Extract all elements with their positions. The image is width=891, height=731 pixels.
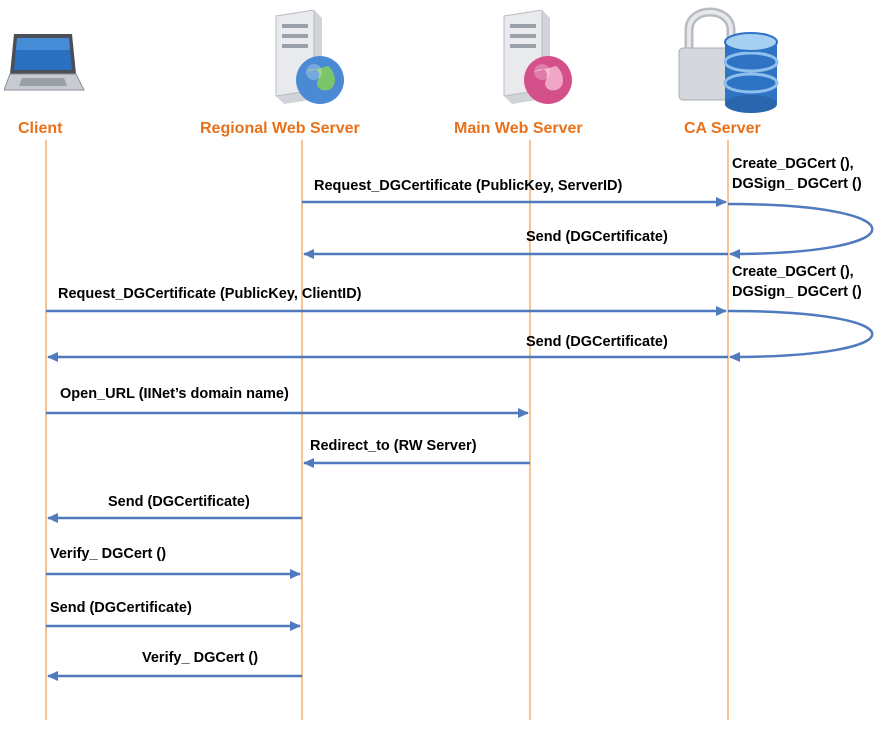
note-line: Create_DGCert (), [732,156,854,172]
actor-label-main-web-server: Main Web Server [454,120,583,137]
laptop-icon [4,34,85,91]
ca-self-note-1: Create_DGCert (), DGSign_ DGCert () [732,154,862,194]
message-label-10: Verify_ DGCert () [142,650,259,666]
database-lock-icon [678,7,779,113]
message-label-6: Redirect_to (RW Server) [310,438,477,454]
note-line: DGSign_ DGCert () [732,284,862,300]
note-line: DGSign_ DGCert () [732,176,862,192]
message-label-9: Send (DGCertificate) [50,600,192,616]
message-label-2: Send (DGCertificate) [526,229,668,245]
server-globe-icon [503,10,572,104]
message-label-7: Send (DGCertificate) [108,494,250,510]
note-line: Create_DGCert (), [732,264,854,280]
server-globe-icon [275,10,344,104]
actor-label-client: Client [18,120,63,137]
self-loop-arrow-2 [727,309,874,362]
message-label-4: Send (DGCertificate) [526,334,668,350]
self-loop-arrow-1 [727,202,874,259]
ca-self-note-2: Create_DGCert (), DGSign_ DGCert () [732,262,862,302]
actor-label-regional-web-server: Regional Web Server [200,120,360,137]
message-label-1: Request_DGCertificate (PublicKey, Server… [314,178,623,194]
message-label-3: Request_DGCertificate (PublicKey, Client… [58,286,362,302]
message-label-8: Verify_ DGCert () [50,546,167,562]
message-label-5: Open_URL (IINet’s domain name) [60,386,289,402]
actor-label-ca-server: CA Server [684,120,761,137]
